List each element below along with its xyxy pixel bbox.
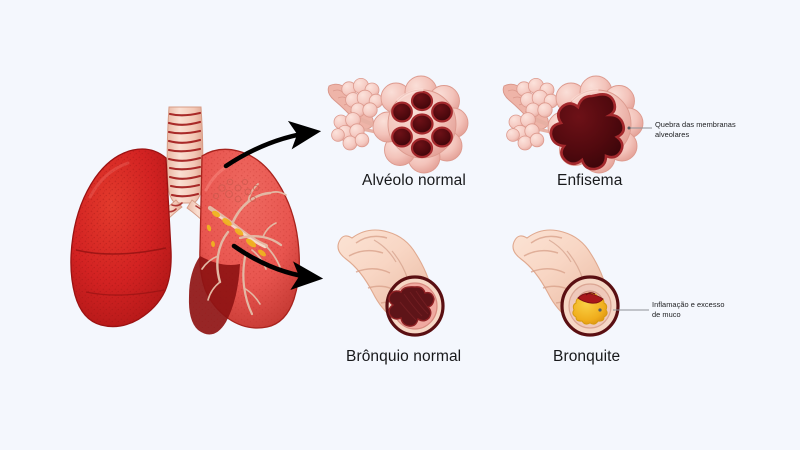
emphysema-enlarged-cavity: [549, 93, 626, 171]
alveolar-cluster-small-lower-emphysema: [506, 112, 545, 151]
alveolar-cavities: [391, 90, 453, 159]
lungs-illustration: [70, 106, 300, 335]
healthy-lung-texture: [70, 149, 172, 327]
alveolar-cluster-small-upper-emphysema: [516, 78, 559, 118]
bronchus-lumen-normal: [388, 286, 435, 327]
tracheal-cartilage-rings: [167, 111, 202, 198]
leader-dot-bronchitis: [598, 308, 602, 312]
alveolar-cluster-small-upper: [341, 78, 384, 118]
panel-emphysema: [502, 75, 652, 174]
label-bronquite: Bronquite: [553, 348, 621, 365]
label-enfisema: Enfisema: [557, 172, 623, 189]
affected-lung-lower-texture: [188, 256, 240, 335]
panel-bronchus-normal: [337, 229, 445, 337]
label-alveolo-normal: Alvéolo normal: [362, 172, 466, 189]
label-bronquio-normal: Brônquio normal: [346, 348, 462, 365]
alveolar-cluster-small-lower: [331, 112, 370, 151]
healthy-lung-fissure-lower: [85, 289, 165, 296]
bronchus-cross-section-bronchitis: [560, 275, 620, 337]
alveolar-sac-emphysema: [547, 75, 644, 174]
alveolar-sac-normal: [372, 75, 469, 174]
affected-lung: [188, 148, 300, 335]
callout-inflamacao-excesso-muco: Inflamação e excesso de muco: [652, 300, 725, 320]
arrow-to-bronchus: [231, 243, 324, 290]
bronchus-cross-section-normal: [385, 275, 445, 337]
mucus-deposits: [206, 210, 266, 257]
callout-quebra-membranas-alveolares: Quebra das membranas alveolares: [655, 120, 736, 140]
panel-bronchitis: [512, 229, 649, 337]
healthy-lung-highlight: [88, 161, 130, 199]
leader-dot-emphysema: [627, 126, 631, 130]
healthy-lung: [70, 148, 172, 328]
panel-alveolus-normal: [327, 75, 469, 174]
alveolar-stipple: [212, 178, 260, 203]
healthy-lung-fissure-upper: [75, 247, 167, 255]
arrow-to-alveolus: [223, 120, 322, 169]
